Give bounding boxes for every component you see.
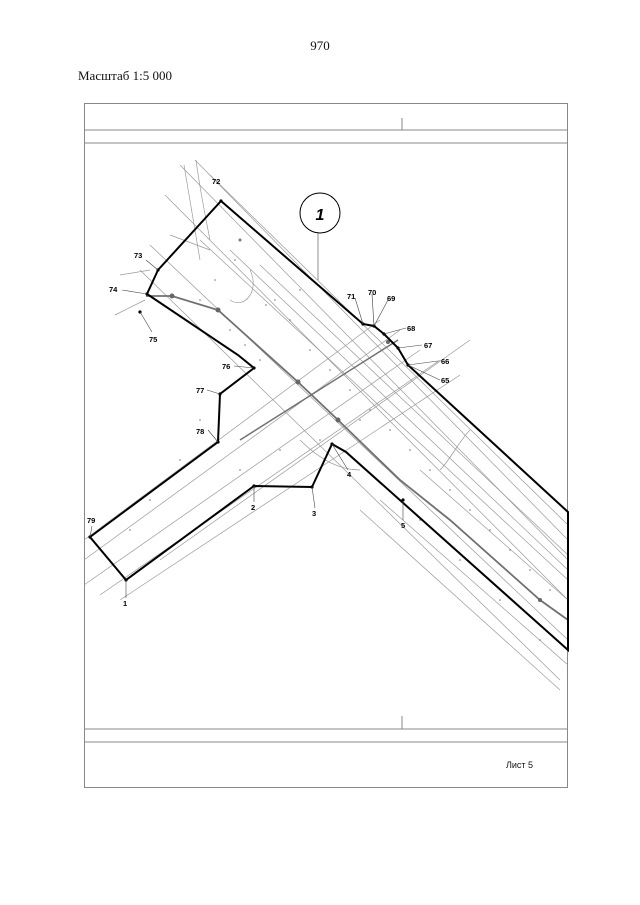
point-label: 66 bbox=[441, 357, 449, 366]
point-label: 76 bbox=[222, 362, 230, 371]
parcel-marker: 1 bbox=[299, 192, 341, 234]
point-label: 77 bbox=[196, 386, 204, 395]
point-label: 68 bbox=[407, 324, 415, 333]
point-label: 71 bbox=[347, 292, 355, 301]
alignment-nodes bbox=[169, 293, 542, 602]
point-label: 69 bbox=[387, 294, 395, 303]
point-label: 75 bbox=[149, 335, 157, 344]
point-labels: 72 73 74 75 76 77 78 79 1 2 3 4 5 65 66 … bbox=[87, 177, 449, 608]
point-label: 5 bbox=[401, 521, 405, 530]
point-label: 79 bbox=[87, 516, 95, 525]
point-label: 3 bbox=[312, 509, 316, 518]
point-label: 70 bbox=[368, 288, 376, 297]
point-label: 67 bbox=[424, 341, 432, 350]
point-label: 73 bbox=[134, 251, 142, 260]
frame-lines bbox=[84, 118, 568, 743]
point-label: 78 bbox=[196, 427, 204, 436]
point-label: 72 bbox=[212, 177, 220, 186]
point-label: 2 bbox=[251, 503, 255, 512]
point-label: 4 bbox=[347, 470, 352, 479]
label-leaders bbox=[89, 230, 441, 598]
point-label: 1 bbox=[123, 599, 127, 608]
sheet-label: Лист 5 bbox=[506, 760, 534, 770]
page-number: 970 bbox=[310, 38, 330, 53]
point-label: 74 bbox=[109, 285, 118, 294]
parcel-number: 1 bbox=[316, 207, 325, 224]
parcel-boundary bbox=[88, 199, 569, 653]
survey-linework bbox=[83, 159, 569, 691]
survey-dots bbox=[129, 238, 551, 641]
point-label: 65 bbox=[441, 376, 449, 385]
scale-label: Масштаб 1:5 000 bbox=[78, 68, 172, 83]
map-frame bbox=[84, 103, 568, 788]
